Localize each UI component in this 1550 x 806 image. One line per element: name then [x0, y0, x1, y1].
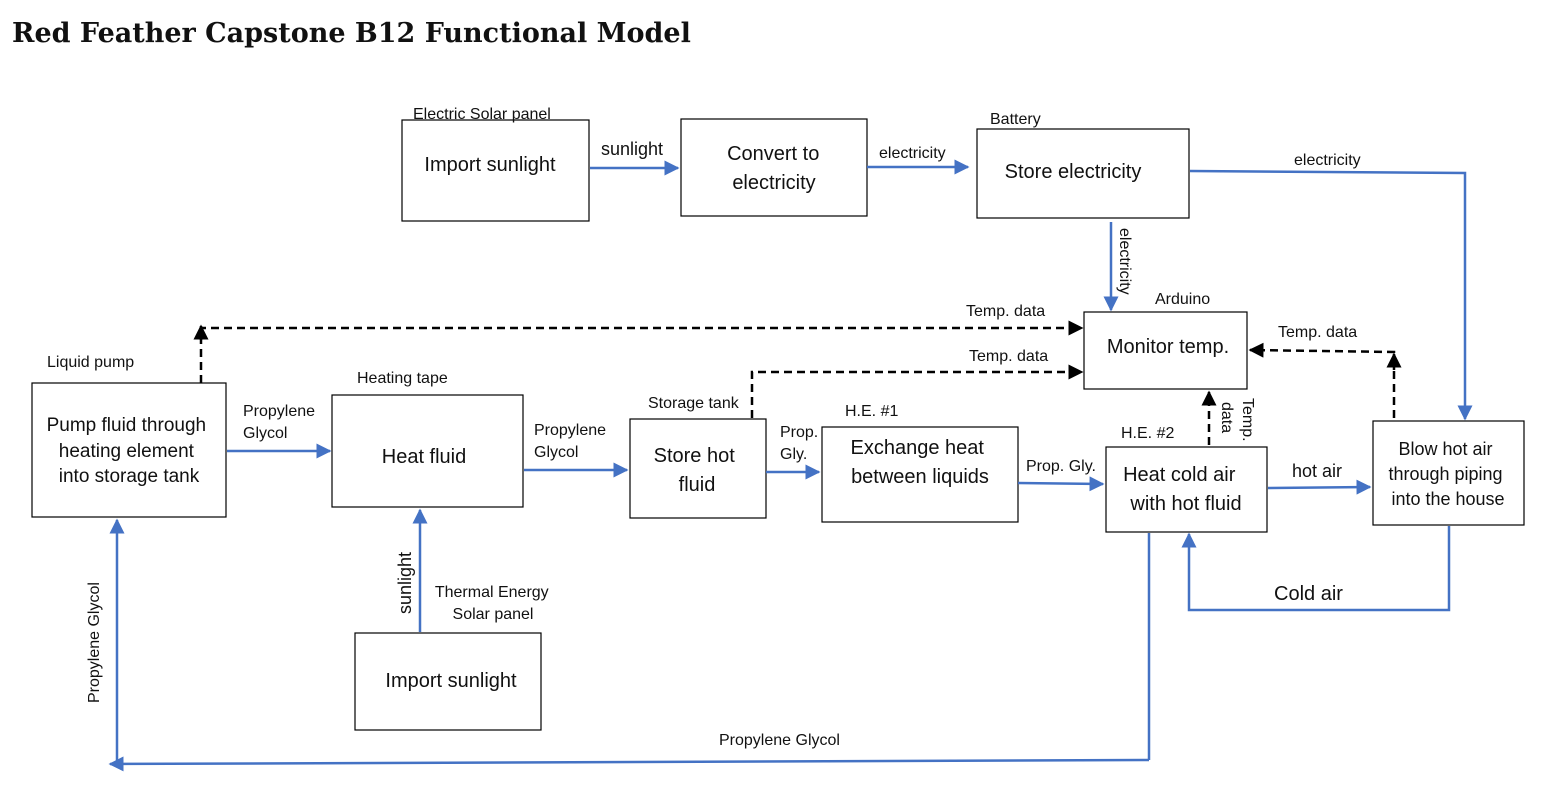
flow-label-pg-2: Propylene Glycol [534, 422, 611, 461]
box-store-electricity: Store electricity [976, 128, 1190, 219]
box-exchange-heat: Exchange heat between liquids [821, 426, 1019, 523]
box-text-line: between liquids [851, 466, 989, 488]
box-text-line: Store electricity [1005, 161, 1142, 183]
box-convert-to-electricity: Convert to electricity [680, 118, 868, 217]
box-text-line: Monitor temp. [1107, 336, 1229, 358]
box-text-line: Store hot [654, 445, 736, 467]
box-text-line: Heat cold air [1123, 464, 1236, 486]
flow-arrows [108, 159, 1473, 772]
label-line: Glycol [243, 425, 287, 442]
flow-label-pg-return-bottom: Propylene Glycol [719, 732, 840, 749]
label-line: Temp. [1239, 398, 1256, 442]
label-line: Thermal Energy [435, 584, 549, 601]
flow-label-pg-4: Prop. Gly. [1026, 458, 1096, 475]
label-line: Propylene [243, 403, 315, 420]
box-text-line: fluid [679, 474, 716, 496]
component-label-solar-electric: Electric Solar panel [413, 106, 551, 123]
svg-text:Exchange heat between: Exchange heat between liquids [851, 437, 990, 488]
label-line: Glycol [534, 444, 578, 461]
box-pump-fluid: Pump fluid through heating element into … [31, 382, 227, 518]
box-import-sunlight-top: Import sunlight [401, 119, 590, 222]
box-text-line: Import sunlight [424, 154, 556, 176]
flow-label-pg-1: Propylene Glycol [243, 403, 320, 442]
svg-text:Monitor temp.: Monitor temp. [1107, 336, 1229, 358]
box-text-line: Convert to [727, 143, 819, 165]
box-text-line: heating element [59, 441, 195, 462]
svg-text:Import sunlight: Import sunlight [424, 154, 556, 176]
arrow-temp-blow [1248, 342, 1396, 418]
label-line: Prop. [780, 424, 818, 441]
label-line: data [1218, 402, 1235, 433]
svg-text:Convert to electricity: Convert to electricity [727, 143, 825, 194]
box-text-line: with hot fluid [1129, 493, 1241, 515]
arrow-temp-tank [750, 364, 1084, 418]
box-text-line: electricity [732, 172, 815, 194]
box-heat-cold-air: Heat cold air with hot fluid [1105, 446, 1268, 533]
box-text-line: Pump fluid through [47, 415, 207, 436]
label-line: Gly. [780, 446, 807, 463]
box-store-hot-fluid: Store hot fluid [629, 418, 767, 519]
svg-text:Heat fluid: Heat fluid [382, 446, 467, 468]
signal-arrows [193, 320, 1402, 445]
svg-text:Blow hot air through p: Blow hot air through piping into the hou… [1388, 439, 1507, 509]
diagram-title: Red Feather Capstone B12 Functional Mode… [12, 18, 691, 49]
box-import-sunlight-bottom: Import sunlight [354, 632, 542, 731]
box-text-line: Exchange heat [851, 437, 985, 459]
svg-text:Store hot fluid: Store hot fluid [654, 445, 741, 496]
box-text-line: into storage tank [59, 466, 200, 487]
flow-label-temp-he2: Temp. data [1218, 398, 1256, 446]
box-heat-fluid: Heat fluid [331, 394, 524, 508]
arrow-temp-pump [199, 320, 1084, 383]
component-label-pump: Liquid pump [47, 354, 134, 371]
box-text-line: into the house [1391, 489, 1504, 509]
component-label-battery: Battery [990, 111, 1041, 128]
arrow-cold-air [1181, 526, 1451, 612]
flow-label-cold-air: Cold air [1274, 583, 1343, 605]
arrow-pg-return-bottom [108, 756, 1150, 772]
component-label-storage-tank: Storage tank [648, 395, 740, 412]
flow-label-sunlight-top: sunlight [601, 139, 663, 159]
box-text-line: through piping [1388, 464, 1502, 484]
flow-label-electricity-1: electricity [879, 145, 946, 162]
component-label-he2: H.E. #2 [1121, 425, 1174, 442]
arrow-electricity-right [1189, 169, 1473, 421]
svg-text:Import sunlight: Import sunlight [385, 670, 517, 692]
component-label-arduino: Arduino [1155, 291, 1210, 308]
component-label-solar-thermal: Thermal Energy Solar panel [435, 584, 553, 623]
flow-label-sunlight-bottom: sunlight [395, 552, 415, 614]
flow-label-temp-blow: Temp. data [1278, 324, 1357, 341]
flow-label-pg-return-left: Propylene Glycol [86, 582, 103, 703]
flow-label-electricity-right: electricity [1294, 152, 1361, 169]
component-label-he1: H.E. #1 [845, 403, 898, 420]
component-label-heating-tape: Heating tape [357, 370, 448, 387]
box-text-line: Import sunlight [385, 670, 517, 692]
flow-label-hot-air: hot air [1292, 461, 1342, 481]
flow-label-electricity-down: electricity [1116, 228, 1133, 295]
box-text-line: Blow hot air [1398, 439, 1492, 459]
arrow-pg-4 [1017, 476, 1105, 492]
svg-text:Pump fluid through hea: Pump fluid through heating element into … [47, 415, 212, 487]
svg-text:Store electricity: Store electricity [1005, 161, 1142, 183]
flow-label-temp-tank: Temp. data [969, 348, 1048, 365]
flow-label-pg-3: Prop. Gly. [780, 424, 823, 463]
box-text-line: Heat fluid [382, 446, 467, 468]
label-line: Propylene [534, 422, 606, 439]
arrow-hot-air [1267, 479, 1372, 495]
flow-label-temp-pump: Temp. data [966, 303, 1045, 320]
svg-text:Heat cold air with hot: Heat cold air with hot fluid [1123, 464, 1242, 515]
box-monitor-temp: Monitor temp. [1083, 311, 1248, 390]
label-line: Solar panel [453, 606, 534, 623]
box-blow-hot-air: Blow hot air through piping into the hou… [1372, 420, 1525, 526]
